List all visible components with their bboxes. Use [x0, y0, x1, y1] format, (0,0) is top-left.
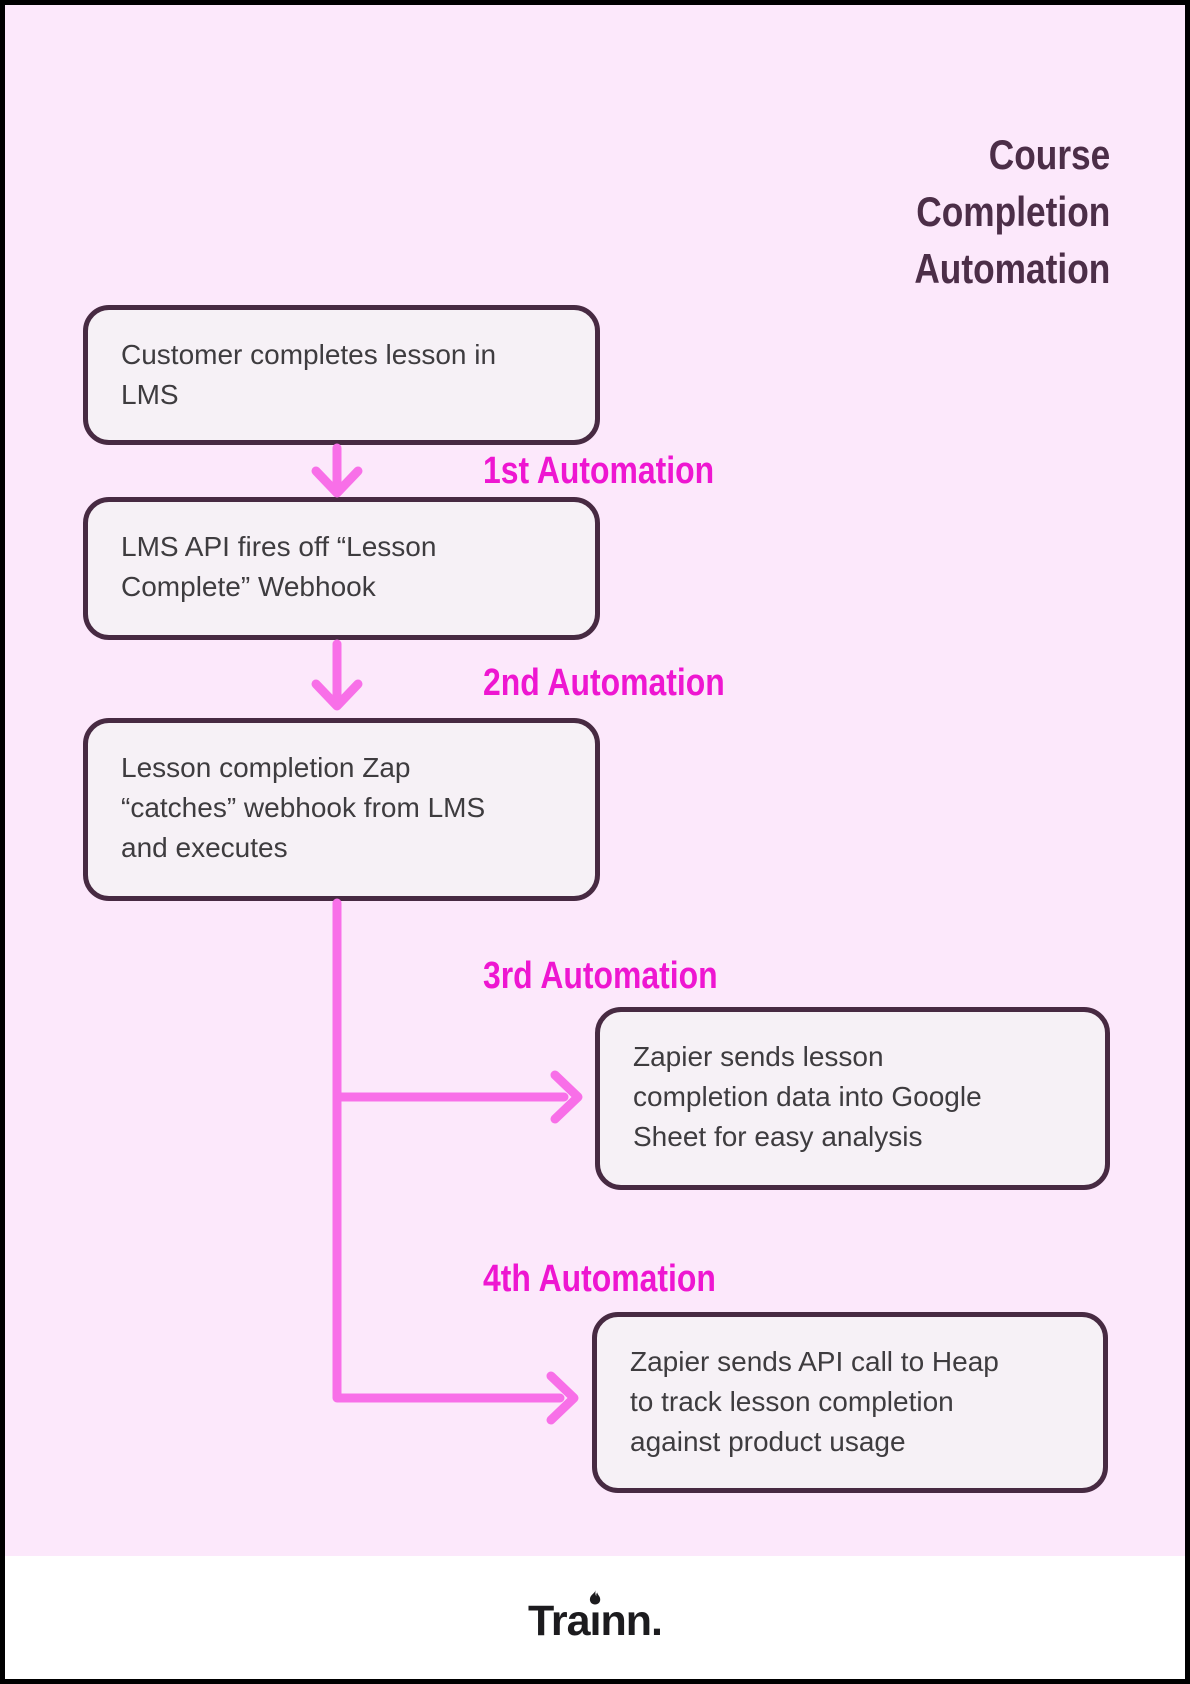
logo-text-post: nn. — [600, 1597, 663, 1645]
logo-text-pre: Tra — [528, 1597, 591, 1645]
label-1st-automation: 1st Automation — [483, 450, 715, 492]
footer-background — [5, 1556, 1185, 1679]
label-2nd-automation: 2nd Automation — [483, 662, 725, 704]
flow-node-zapier-heap-api: Zapier sends API call to Heap to track l… — [592, 1312, 1108, 1493]
label-3rd-automation: 3rd Automation — [483, 955, 718, 997]
logo-dotless-i: ı — [589, 1597, 602, 1645]
flow-node-customer-completes-lesson: Customer completes lesson in LMS — [83, 305, 600, 445]
flow-node-lms-api-webhook: LMS API fires off “Lesson Complete” Webh… — [83, 497, 600, 640]
flow-node-zap-catches-webhook: Lesson completion Zap “catches” webhook … — [83, 718, 600, 901]
logo-letter-i: ı — [589, 1590, 602, 1646]
flow-node-zapier-google-sheet: Zapier sends lesson completion data into… — [595, 1007, 1110, 1190]
label-4th-automation: 4th Automation — [483, 1258, 716, 1300]
page-title: Course Completion Automation — [914, 131, 1110, 292]
flame-icon — [589, 1590, 601, 1605]
